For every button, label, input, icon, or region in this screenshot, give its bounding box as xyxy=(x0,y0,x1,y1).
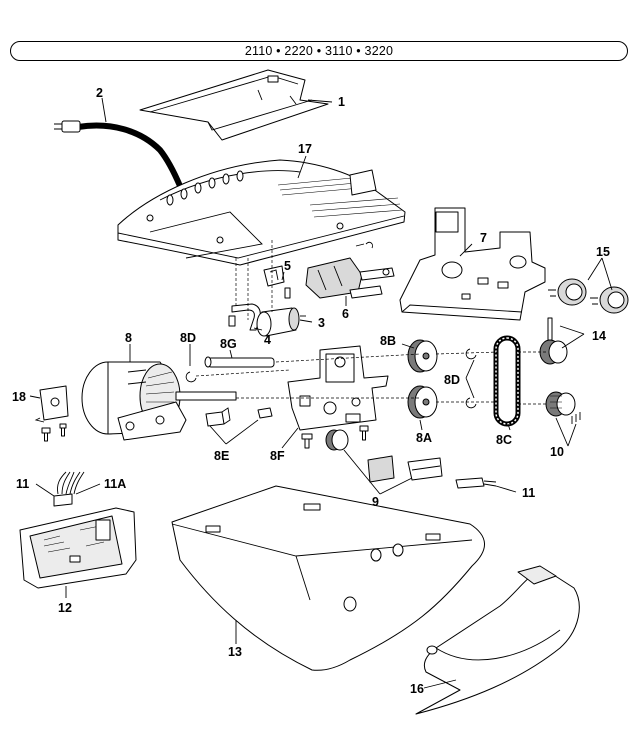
label-5: 5 xyxy=(284,259,291,273)
label-16: 16 xyxy=(410,682,424,696)
label-1: 1 xyxy=(338,95,345,109)
part-3-capacitor xyxy=(256,307,306,337)
part-18-plate xyxy=(34,385,69,423)
label-8: 8 xyxy=(125,331,132,345)
part-8a-gear xyxy=(407,385,438,419)
label-8e: 8E xyxy=(214,449,229,463)
label-4: 4 xyxy=(264,333,271,347)
part-13-lens xyxy=(171,485,485,671)
label-8b: 8B xyxy=(380,334,396,348)
screws-left xyxy=(41,423,67,442)
label-8a: 8A xyxy=(416,431,432,445)
label-8d-right: 8D xyxy=(444,373,460,387)
part-11-wire-harness xyxy=(53,471,497,507)
label-11-right: 11 xyxy=(522,486,535,500)
part-7-bracket xyxy=(399,207,546,321)
label-2: 2 xyxy=(96,86,103,100)
part-17-chassis xyxy=(117,159,406,266)
part-5-clip xyxy=(263,265,291,299)
part-14-sprocket xyxy=(539,317,568,365)
label-3: 3 xyxy=(318,316,325,330)
label-8f: 8F xyxy=(270,449,285,463)
screws-center xyxy=(301,425,369,449)
part-12-logic-board xyxy=(19,507,137,589)
label-11-left: 11 xyxy=(16,477,29,491)
alignment-lines xyxy=(195,240,548,405)
part-8e-blocks xyxy=(205,407,273,427)
label-8d-left: 8D xyxy=(180,331,196,345)
label-8g: 8G xyxy=(220,337,237,351)
label-7: 7 xyxy=(480,231,487,245)
model-numbers-text: 2110 • 2220 • 3110 • 3220 xyxy=(244,44,394,58)
part-9-assembly xyxy=(325,429,443,483)
part-8f-gear-bracket xyxy=(287,345,389,431)
part-15-sockets xyxy=(548,278,629,314)
label-17: 17 xyxy=(298,142,312,156)
label-9: 9 xyxy=(372,495,379,509)
label-8c: 8C xyxy=(496,433,512,447)
model-numbers-banner: 2110 • 2220 • 3110 • 3220 xyxy=(10,41,628,61)
part-8b-gear xyxy=(407,339,438,373)
label-14: 14 xyxy=(592,329,606,343)
label-12: 12 xyxy=(58,601,72,615)
part-10-worm-gear xyxy=(545,391,581,424)
part-labels: 1 2 3 4 5 6 7 8 8A 8B 8C 8D 8D 8E 8F 8G … xyxy=(12,86,610,696)
label-15: 15 xyxy=(596,245,610,259)
part-2-power-cord xyxy=(54,120,183,189)
label-10: 10 xyxy=(550,445,564,459)
part-16-end-panel xyxy=(415,565,580,715)
part-8d-e-rings xyxy=(185,348,477,409)
part-1-cover-plate xyxy=(139,69,329,141)
part-8c-belt xyxy=(493,335,521,427)
label-6: 6 xyxy=(342,307,349,321)
part-6-limit-assembly xyxy=(305,241,395,299)
label-18: 18 xyxy=(12,390,26,404)
label-11a: 11A xyxy=(104,477,126,491)
part-4-strap xyxy=(228,303,261,331)
leader-lines xyxy=(29,97,613,689)
label-13: 13 xyxy=(228,645,242,659)
part-8-motor xyxy=(81,361,237,441)
part-8g-shaft xyxy=(204,356,275,368)
